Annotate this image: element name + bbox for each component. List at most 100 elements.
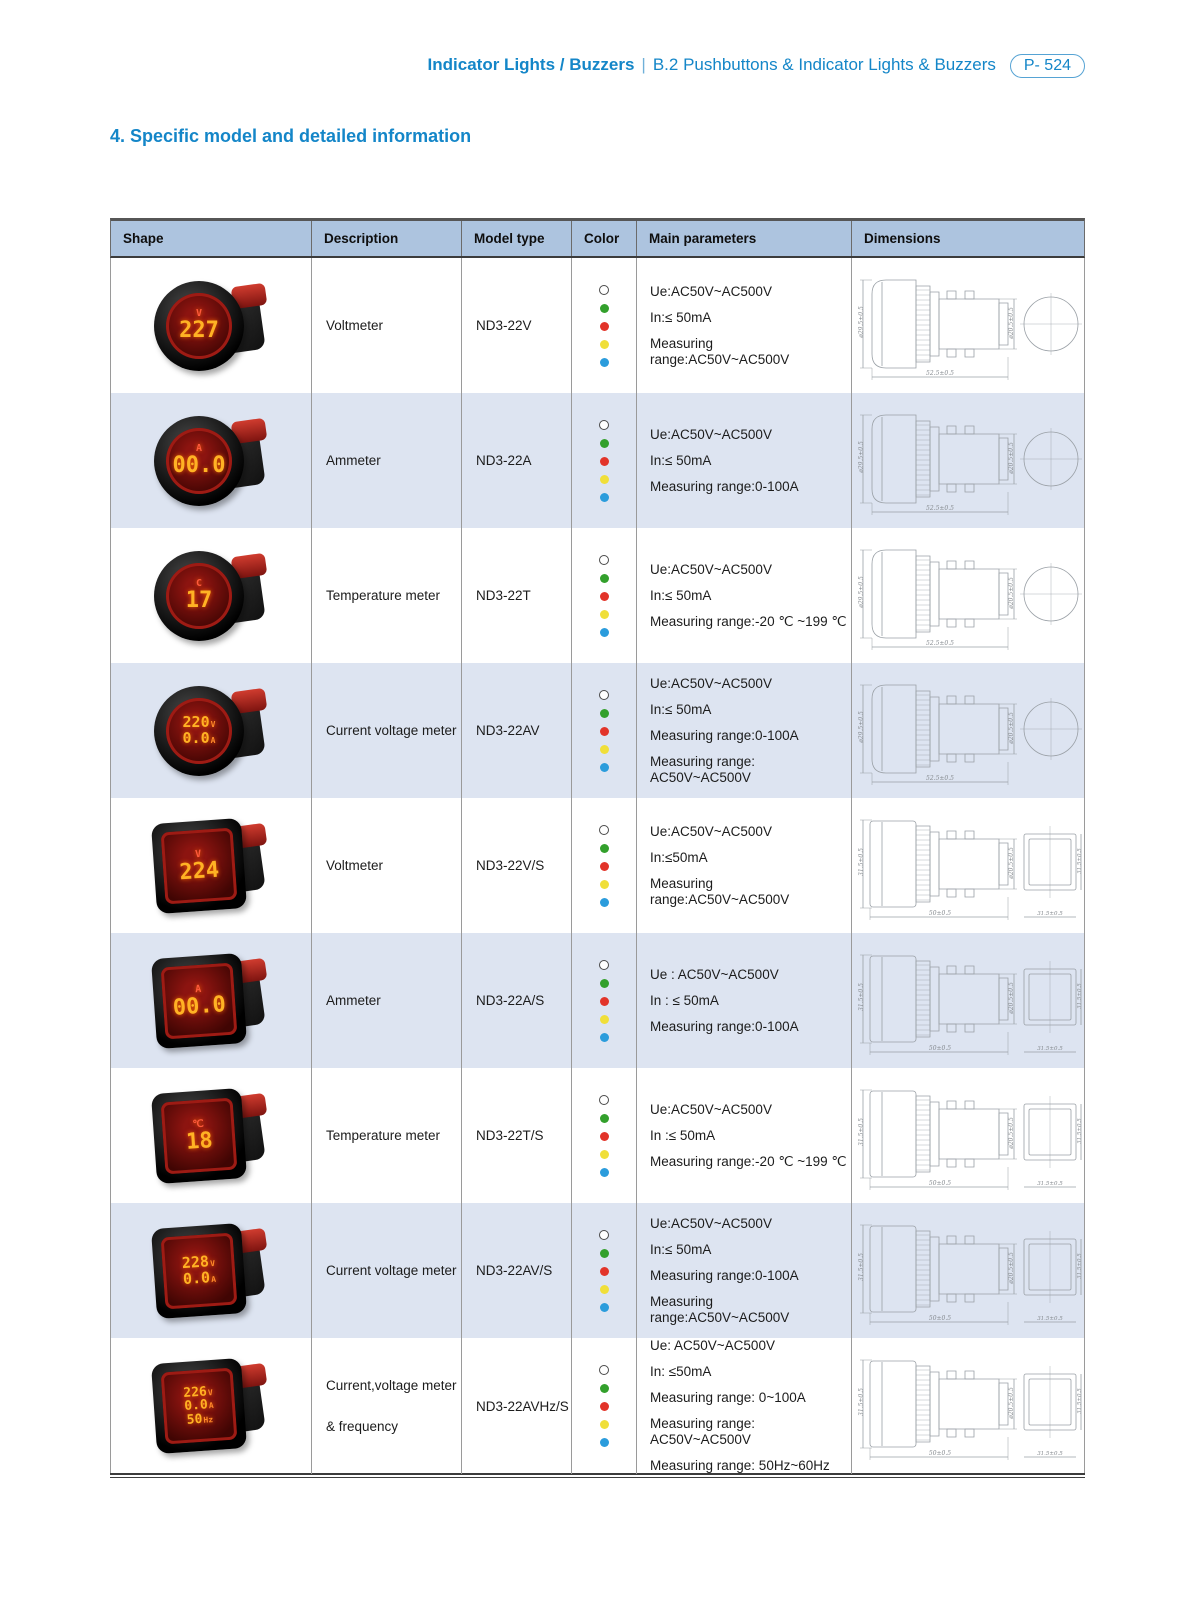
model-type-cell: ND3-22AV	[461, 663, 571, 798]
parameter-line: Measuring range:AC50V~AC500V	[650, 1293, 790, 1325]
svg-text:ø20.5±0.5: ø20.5±0.5	[1008, 307, 1015, 340]
column-header-shape: Shape	[123, 231, 164, 246]
digit-unit: A	[210, 1274, 217, 1284]
model-type-cell: ND3-22V/S	[461, 798, 571, 933]
model-type-text: ND3-22A	[476, 453, 532, 468]
parameter-line: In :≤ 50mA	[650, 1127, 716, 1143]
model-type-cell: ND3-22AVHz/S	[461, 1338, 571, 1474]
color-dot-white	[599, 689, 609, 700]
color-dot-white	[599, 1365, 609, 1375]
svg-text:52.5±0.5: 52.5±0.5	[926, 775, 954, 782]
color-dot-green	[599, 843, 609, 853]
parameter-line: Ue: AC50V~AC500V	[650, 1338, 775, 1353]
color-dot-red	[599, 861, 609, 871]
description-text: Voltmeter	[326, 318, 384, 333]
color-options-cell	[571, 528, 636, 663]
svg-text:31.5±0.5: 31.5±0.5	[1037, 1181, 1063, 1187]
parameter-line: Ue:AC50V~AC500V	[650, 283, 772, 299]
display-unit-marking: V	[195, 308, 203, 320]
color-dot-yellow	[599, 1284, 609, 1294]
color-options-cell	[571, 393, 636, 528]
color-dot-white	[599, 554, 609, 565]
digit-value: 220	[182, 712, 210, 731]
display-unit-marking: A	[195, 443, 203, 455]
color-dot-white	[599, 1094, 609, 1105]
parameter-line: In : ≤ 50mA	[650, 992, 719, 1008]
svg-text:50±0.5: 50±0.5	[929, 1315, 951, 1322]
digit-unit: V	[210, 719, 216, 729]
color-dot-green	[599, 978, 609, 988]
column-header-color: Color	[571, 221, 636, 256]
description-cell: Voltmeter	[311, 798, 461, 933]
description-cell: Temperature meter	[311, 528, 461, 663]
display-digits: 17	[186, 589, 213, 612]
parameter-line: Measuring range:0-100A	[650, 1018, 799, 1034]
svg-text:ø20.5±0.5: ø20.5±0.5	[1008, 1387, 1015, 1420]
color-dot-red	[599, 726, 609, 736]
parameter-line: Measuring range: AC50V~AC500V	[650, 753, 756, 785]
color-dot-green	[599, 303, 609, 313]
color-dot-blue	[599, 1302, 609, 1312]
color-options-cell	[571, 1068, 636, 1203]
description-text: Current,voltage meter	[326, 1378, 457, 1393]
color-dot-blue	[599, 357, 609, 367]
description-cell: Current,voltage meter& frequency	[311, 1338, 461, 1474]
column-header-description: Description	[311, 221, 461, 256]
color-options-cell	[571, 663, 636, 798]
svg-text:31.5±0.5: 31.5±0.5	[858, 1388, 865, 1416]
model-type-cell: ND3-22T/S	[461, 1068, 571, 1203]
color-dot-yellow	[599, 879, 609, 889]
svg-text:ø29.5±0.5: ø29.5±0.5	[858, 306, 865, 339]
color-dot-blue	[599, 1438, 609, 1447]
description-cell: Current voltage meter	[311, 663, 461, 798]
svg-text:ø20.5±0.5: ø20.5±0.5	[1008, 577, 1015, 610]
color-dot-green	[599, 438, 609, 448]
color-dot-red	[599, 321, 609, 331]
digit-value: 00.0	[172, 991, 227, 1021]
model-type-cell: ND3-22A/S	[461, 933, 571, 1068]
parameter-line: Ue:AC50V~AC500V	[650, 675, 772, 691]
parameter-line: Measuring range: 0~100A	[650, 1390, 806, 1405]
color-dot-white	[599, 284, 609, 295]
digit-value: 50	[186, 1411, 203, 1428]
color-dot-green	[599, 573, 609, 583]
color-dot-yellow	[599, 1149, 609, 1159]
parameter-line: Ue:AC50V~AC500V	[650, 1101, 772, 1117]
svg-text:ø29.5±0.5: ø29.5±0.5	[858, 711, 865, 744]
model-type-cell: ND3-22AV/S	[461, 1203, 571, 1338]
description-cell: Voltmeter	[311, 258, 461, 393]
color-dot-red	[599, 1266, 609, 1276]
digit-value: 00.0	[172, 453, 226, 479]
description-cell: Current voltage meter	[311, 1203, 461, 1338]
digit-unit: A	[210, 735, 216, 745]
parameter-line: Ue:AC50V~AC500V	[650, 426, 772, 442]
page-header-title: Indicator Lights / Buzzers	[427, 55, 635, 74]
display-unit-marking: C	[195, 578, 203, 590]
color-dot-yellow	[599, 609, 609, 619]
color-options-cell	[571, 933, 636, 1068]
page-header-subtitle: B.2 Pushbuttons & Indicator Lights & Buz…	[652, 55, 996, 74]
table-bottom-rule	[110, 1473, 1085, 1478]
